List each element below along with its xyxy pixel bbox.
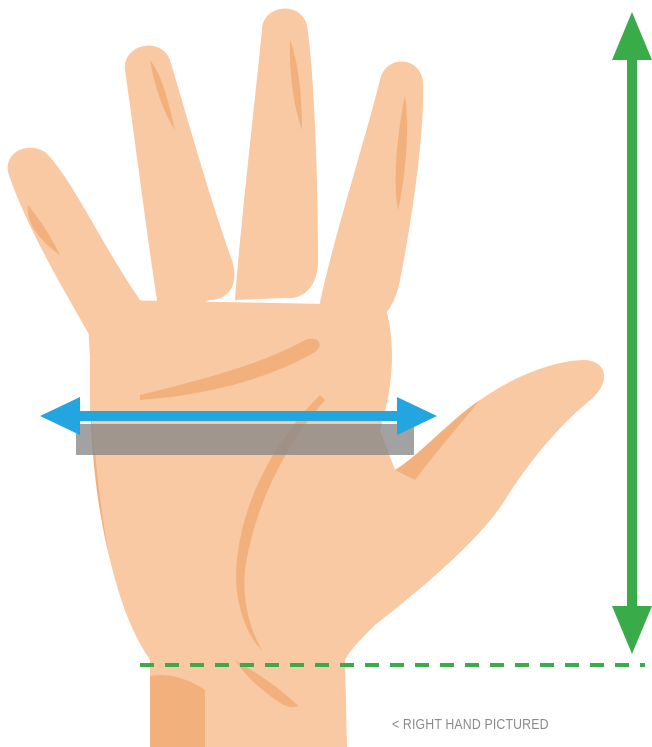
palm-crease-heart	[140, 338, 320, 400]
hand-length-arrowhead-top	[612, 12, 652, 60]
palm	[88, 300, 605, 660]
hand-length-arrowhead-bottom	[612, 606, 652, 654]
finger-little-shadow	[27, 205, 61, 255]
hand-width-arrowhead-left	[40, 397, 80, 435]
wrist-crease	[235, 660, 298, 708]
hand-width-arrow	[40, 397, 437, 435]
measurement-band	[76, 424, 414, 455]
finger-index-shadow	[395, 95, 408, 210]
finger-middle-shadow	[289, 40, 302, 130]
hand-illustration	[7, 8, 605, 747]
finger-little	[7, 147, 151, 345]
finger-ring	[124, 45, 235, 318]
hand-width-arrowhead-right	[397, 397, 437, 435]
finger-index	[318, 61, 424, 320]
wrist-shadow	[150, 674, 205, 747]
hand-length-arrow	[612, 12, 652, 654]
finger-ring-shadow	[150, 60, 175, 130]
finger-middle	[235, 8, 318, 301]
right-hand-pictured-caption: < RIGHT HAND PICTURED	[392, 716, 549, 733]
thumb-shadow	[395, 400, 480, 480]
